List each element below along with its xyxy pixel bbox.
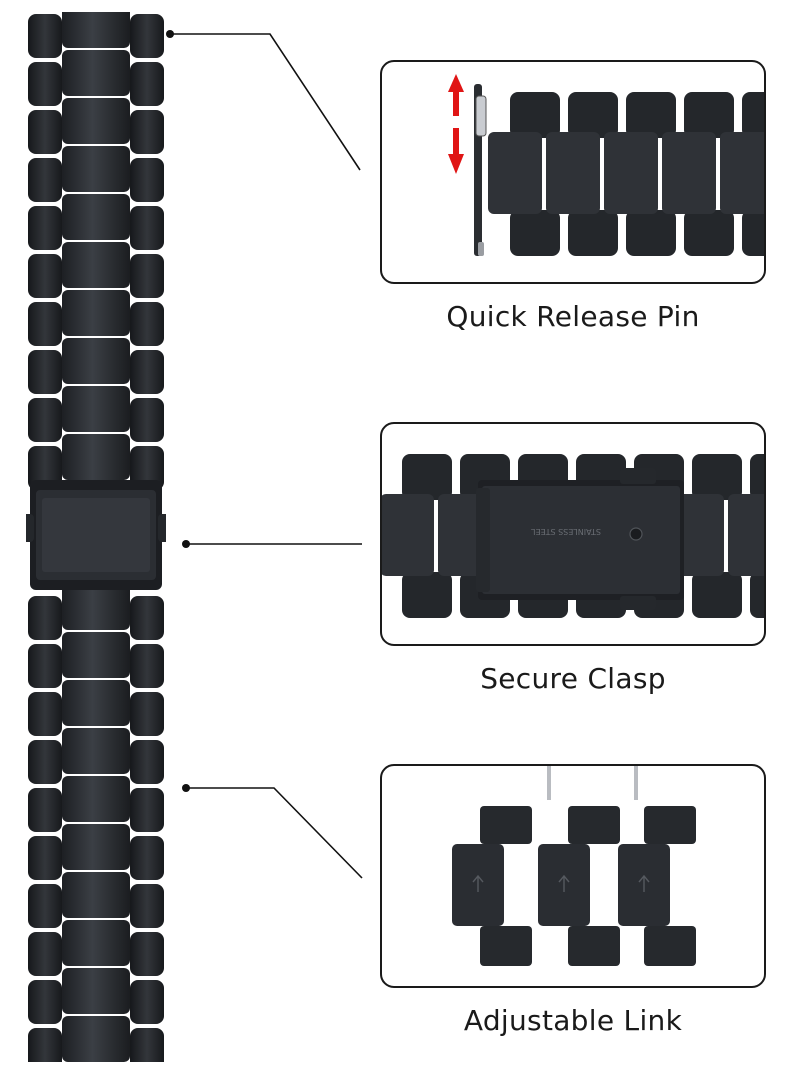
watch-band-image bbox=[26, 12, 166, 1062]
connector-line-link bbox=[186, 787, 363, 879]
strap-clasp bbox=[26, 480, 166, 590]
adjustable-link-image bbox=[452, 766, 696, 966]
quick-release-pin-image bbox=[448, 74, 764, 256]
connector-dot-link bbox=[182, 784, 190, 792]
clasp-engraving: STAINLESS STEEL bbox=[531, 527, 601, 536]
connector-line-pin bbox=[170, 33, 361, 171]
caption-secure-clasp: Secure Clasp bbox=[480, 662, 666, 695]
caption-adjustable-link: Adjustable Link bbox=[463, 1004, 683, 1037]
connector-dot-clasp bbox=[182, 540, 190, 548]
secure-clasp-image: STAINLESS STEEL bbox=[382, 454, 764, 618]
adjustable-link-panel bbox=[380, 764, 766, 988]
link-arrow-icons bbox=[472, 874, 650, 892]
quick-release-pin-panel bbox=[380, 60, 766, 284]
caption-quick-release-pin: Quick Release Pin bbox=[446, 300, 700, 333]
red-arrow-icons bbox=[448, 74, 464, 174]
secure-clasp-panel: STAINLESS STEEL bbox=[380, 422, 766, 646]
connector-dot-pin bbox=[166, 30, 174, 38]
